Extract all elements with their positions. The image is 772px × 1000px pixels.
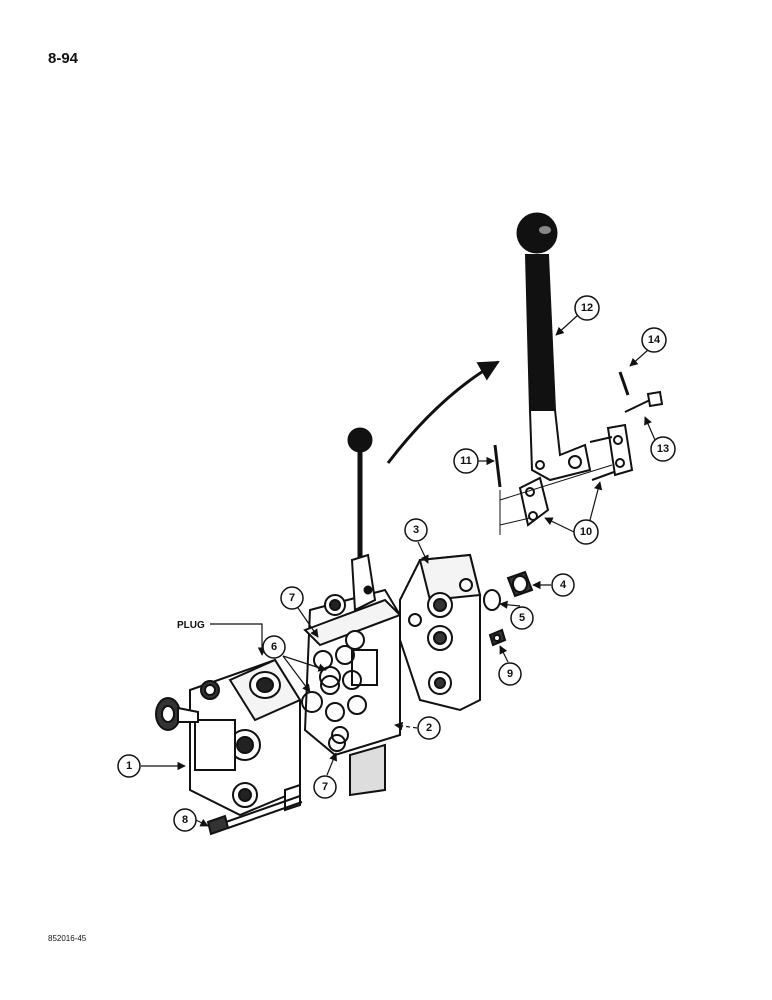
svg-text:11: 11 [460,455,472,467]
callout-14: 14 [629,327,667,367]
callout-11: 11 [453,448,495,474]
svg-text:13: 13 [657,443,669,455]
callout-8: 8 [173,808,209,832]
svg-text:7: 7 [289,592,295,604]
pivot-link-part [589,423,634,481]
svg-text:5: 5 [519,612,525,624]
enlarged-view-arrow [386,360,500,464]
valve-section-part [303,588,402,797]
callout-9: 9 [498,645,522,686]
o-ring-part [301,666,341,713]
inlet-section-part [189,658,302,817]
callout-10: 10 [544,481,603,545]
callout-5: 5 [499,600,534,630]
bolt-part [624,390,664,413]
page-number: 8-94 [48,50,79,67]
svg-text:7: 7 [322,781,328,793]
figure-code: 852016-45 [48,934,87,943]
svg-text:9: 9 [507,668,513,680]
svg-text:2: 2 [426,722,432,734]
callout-3: 3 [404,518,429,564]
svg-text:10: 10 [580,526,592,538]
link-part [518,476,550,527]
callout-2: 2 [394,716,441,740]
cotter-pin-part [493,444,502,488]
outlet-section-part [399,553,482,712]
callout-7-bottom: 7 [313,752,338,799]
tie-bolt-part [206,795,303,836]
callout-6: 6 [262,635,327,693]
callout-12: 12 [555,295,600,336]
callout-13: 13 [644,416,676,462]
o-ring-part [483,589,501,611]
fitting-part [506,570,534,598]
svg-text:14: 14 [648,334,661,346]
svg-text:6: 6 [271,641,277,653]
control-handle-part [347,427,377,612]
callout-4: 4 [532,573,575,597]
o-ring-part [328,734,346,752]
callout-1: 1 [117,754,186,778]
svg-text:3: 3 [413,524,419,536]
svg-text:12: 12 [581,302,593,314]
plug-leader-line [210,623,267,656]
handle-lever-part [516,212,592,482]
nut-part [488,628,507,647]
callout-7-top: 7 [280,586,319,638]
assembly-guide-lines [499,464,613,535]
svg-text:8: 8 [182,814,188,826]
plug-label: PLUG [177,620,205,631]
svg-text:4: 4 [560,579,567,591]
svg-text:1: 1 [126,760,132,772]
cotter-pin-part [618,371,630,396]
relief-valve-part [155,697,199,731]
